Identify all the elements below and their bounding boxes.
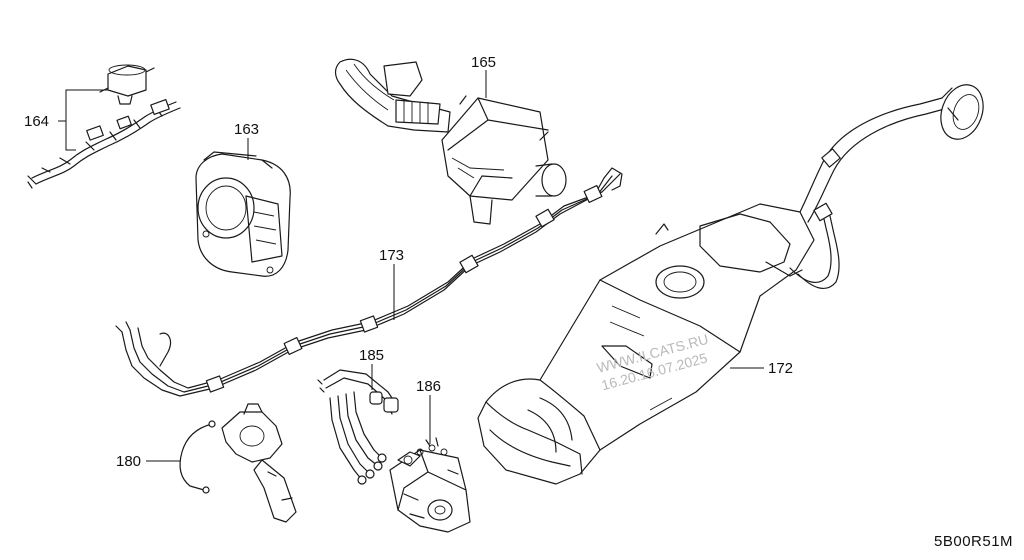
- callout-186: 186: [416, 378, 441, 444]
- part-172-fuel-tank[interactable]: [477, 203, 815, 485]
- label-186: 186: [416, 378, 441, 395]
- label-173: 173: [379, 247, 404, 264]
- callout-164: 164: [24, 89, 108, 151]
- label-165: 165: [471, 54, 496, 71]
- callout-165: 165: [471, 54, 496, 98]
- label-185: 185: [359, 347, 384, 364]
- label-180: 180: [116, 453, 141, 470]
- part-163-throttle-body[interactable]: [195, 151, 291, 277]
- callout-173: 173: [379, 247, 404, 320]
- diagram-code: 5B00R51M: [934, 533, 1013, 550]
- callout-172: 172: [730, 360, 793, 377]
- callout-185: 185: [359, 347, 384, 390]
- part-186-injection-pump[interactable]: [389, 437, 471, 533]
- callout-180: 180: [116, 453, 180, 470]
- part-165-air-cleaner[interactable]: [334, 58, 567, 225]
- part-173-fuel-tube[interactable]: [115, 167, 623, 397]
- label-164: 164: [24, 113, 49, 130]
- part-185-injection-tubes[interactable]: [317, 369, 399, 485]
- label-163: 163: [234, 121, 259, 138]
- label-172: 172: [768, 360, 793, 377]
- part-164-fuel-filter[interactable]: [99, 64, 155, 105]
- part-164-harness[interactable]: [27, 98, 181, 189]
- callout-163: 163: [234, 121, 259, 160]
- part-172-filler-neck[interactable]: [789, 79, 990, 290]
- part-180-sensor-bracket[interactable]: [179, 403, 297, 523]
